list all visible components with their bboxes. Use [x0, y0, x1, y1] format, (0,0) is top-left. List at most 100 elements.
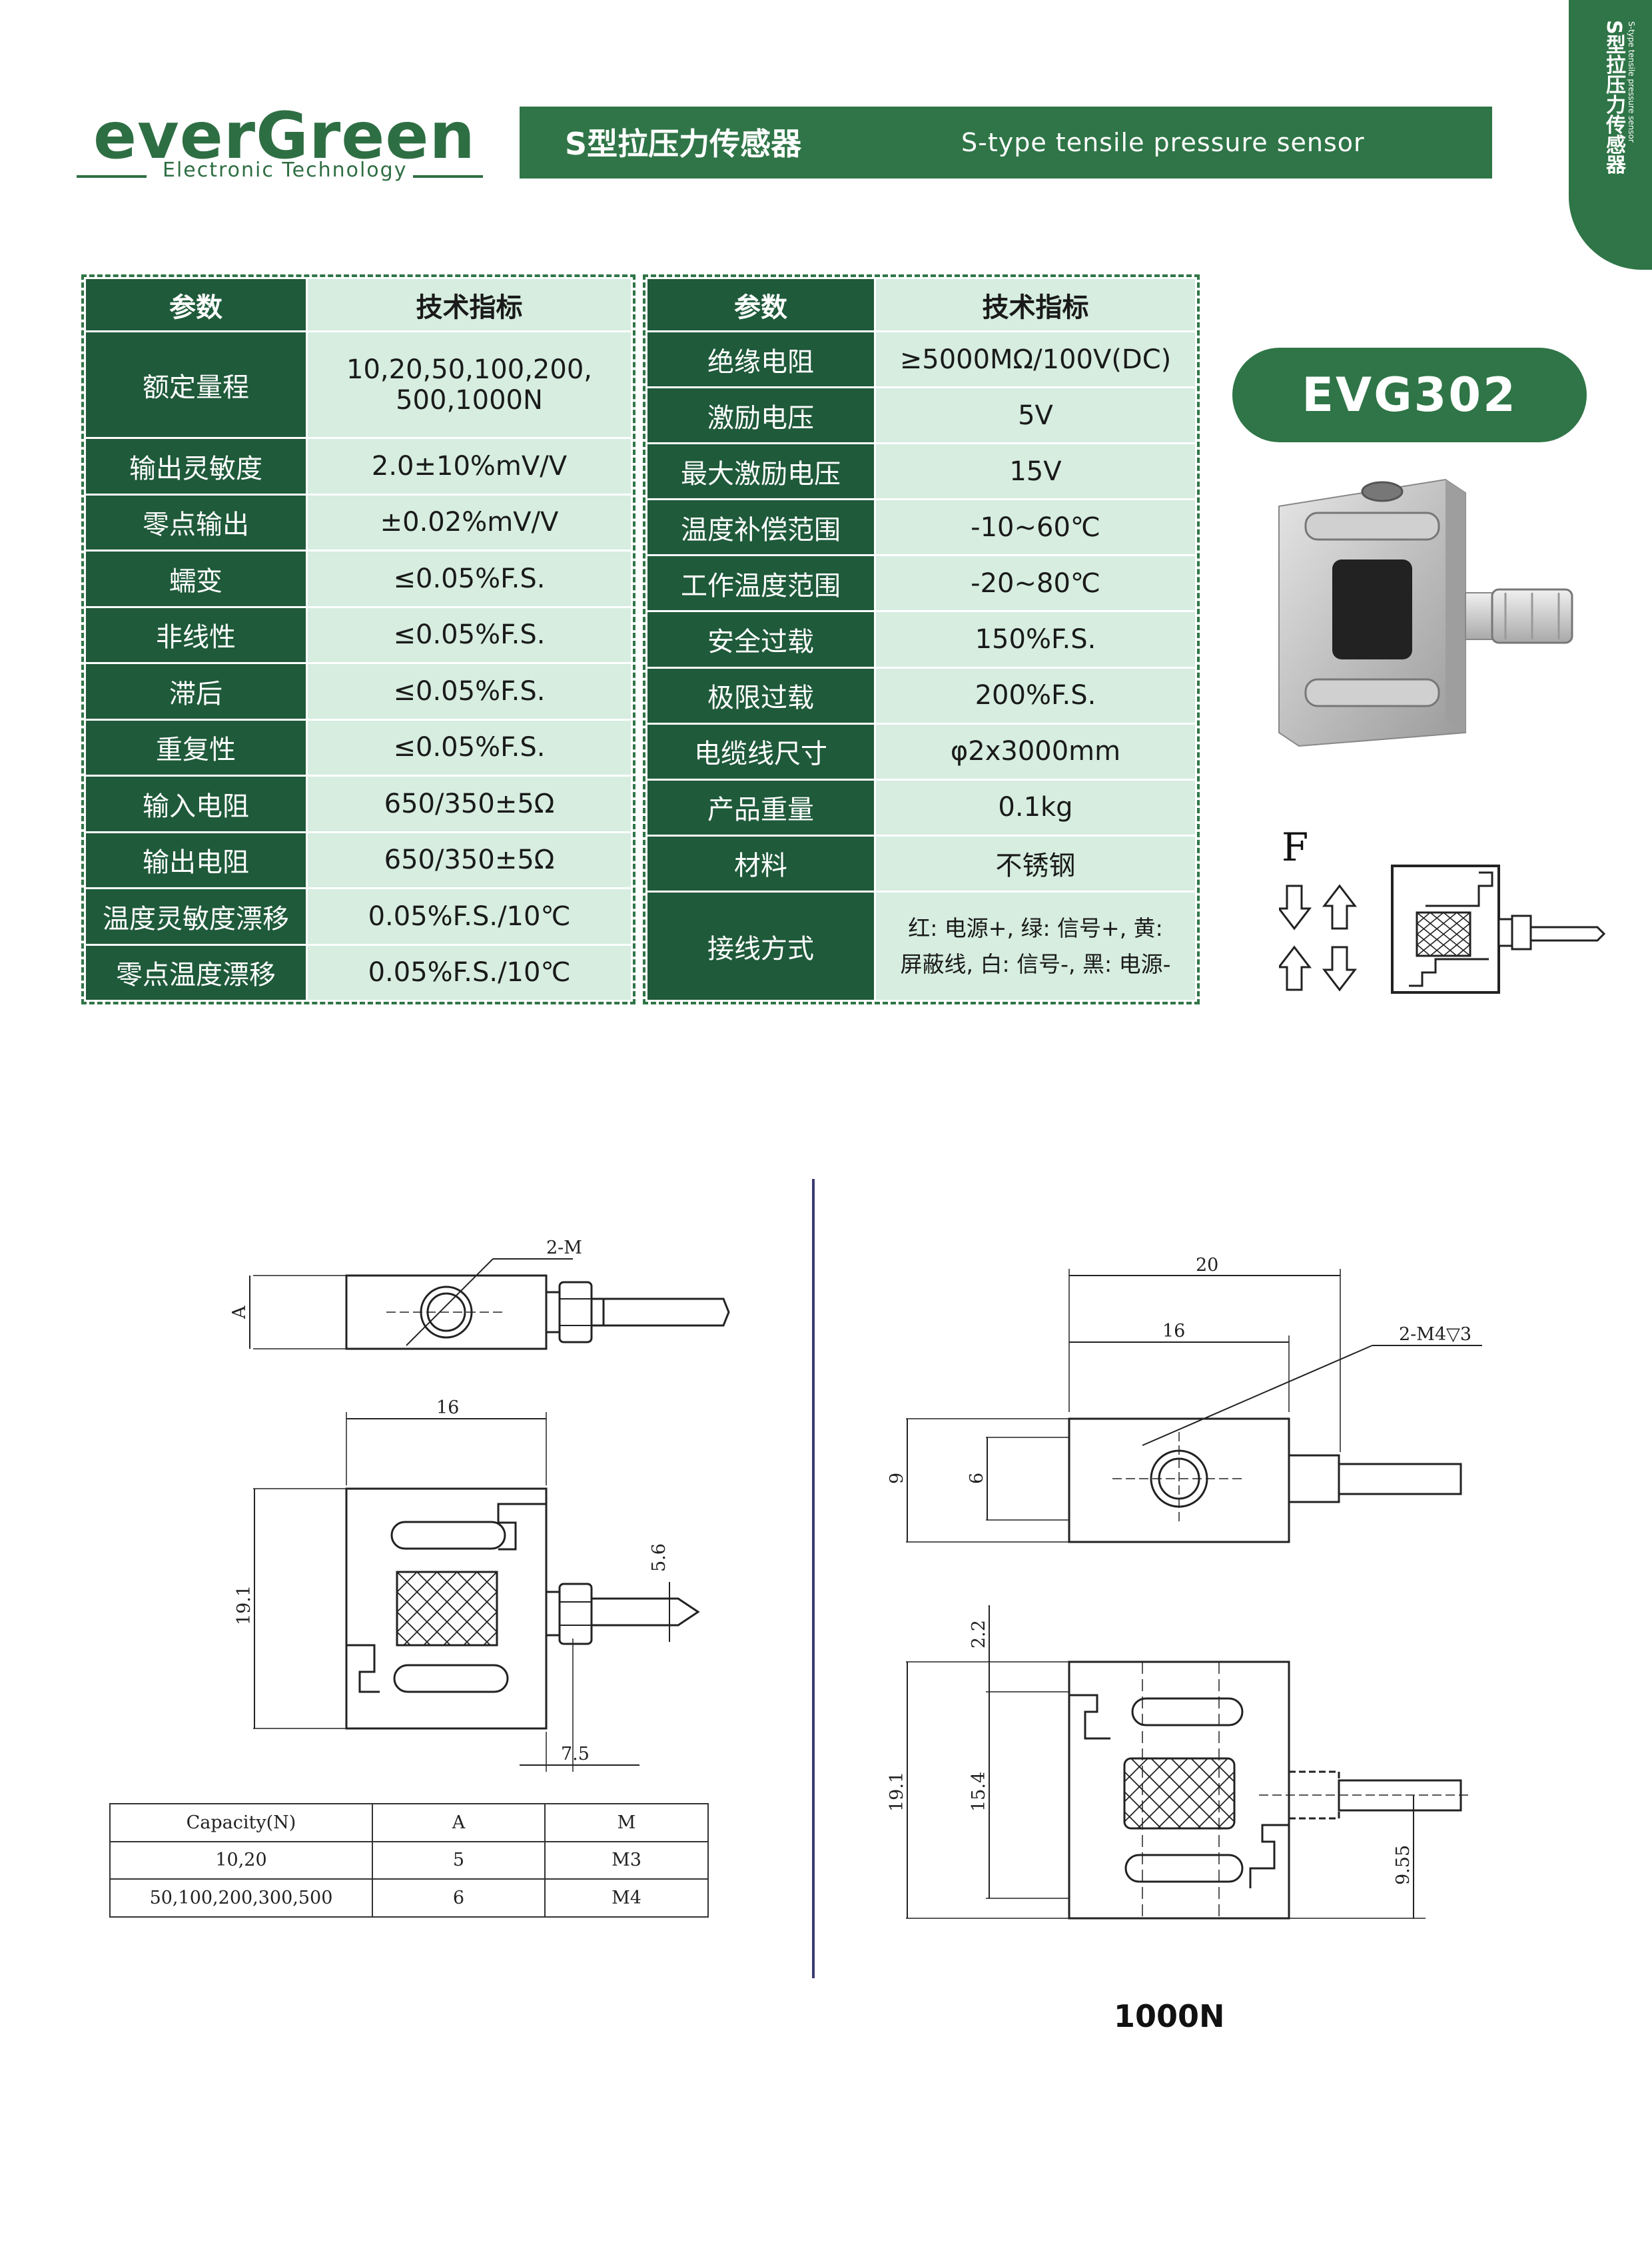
spec-param: 电缆线尺寸 [645, 722, 876, 781]
cable [604, 1298, 730, 1327]
arrow-down-icon [1279, 885, 1312, 931]
spec-value: ±0.02%mV/V [306, 493, 633, 552]
drawing-right: 20 16 2-M4▽3 9 6 [887, 1255, 1482, 1920]
spec-value: 5V [874, 386, 1197, 445]
cable [592, 1597, 700, 1627]
spec-value: ≤0.05%F.S. [306, 718, 633, 777]
mini-sensor-slot [1426, 871, 1493, 907]
spec-value: 0.1kg [874, 778, 1197, 837]
s-cut-bottom [346, 1644, 380, 1693]
label-dim-6: 6 [967, 1473, 987, 1484]
cable-gland [1465, 592, 1493, 640]
spec-value: 10,20,50,100,200, 500,1000N [306, 330, 633, 439]
spec-value: 0.05%F.S./10℃ [306, 943, 633, 1002]
capacity-cell: M4 [544, 1878, 709, 1918]
capacity-cell: 5 [372, 1840, 546, 1880]
label-dim-a: A [229, 1306, 250, 1319]
capacity-header: M [544, 1803, 709, 1842]
capacity-cell: M3 [544, 1840, 709, 1880]
spec-header-param: 参数 [645, 277, 876, 332]
spec-header-value: 技术指标 [306, 277, 633, 332]
sensor-slot [1304, 512, 1440, 541]
logo-rule-left [77, 175, 147, 178]
nut [558, 1583, 593, 1645]
force-label: F [1282, 826, 1308, 870]
slot-top [1131, 1697, 1244, 1726]
label-dim-width: 16 [1162, 1321, 1185, 1341]
spec-param: 输入电阻 [84, 775, 308, 833]
spec-param: 蠕变 [84, 550, 308, 608]
spec-value: -20~80℃ [874, 554, 1197, 613]
spec-param: 材料 [645, 834, 876, 893]
spec-value: 150%F.S. [874, 610, 1197, 669]
brand-logo: everGreen [93, 99, 476, 173]
spec-param: 非线性 [84, 605, 308, 664]
spec-value: ≥5000MΩ/100V(DC) [874, 330, 1197, 389]
slot-bottom [393, 1664, 509, 1693]
spec-param: 输出灵敏度 [84, 437, 308, 496]
gland [545, 1291, 561, 1333]
spec-param: 工作温度范围 [645, 554, 876, 613]
gauge-area [396, 1571, 498, 1647]
arrow-down-icon [1322, 946, 1358, 992]
spec-param: 安全过载 [645, 610, 876, 669]
label-dim-offset: 7.5 [561, 1744, 590, 1764]
label-dim-19-1: 19.1 [887, 1772, 907, 1812]
gauge-hatch [396, 1571, 498, 1646]
cable-ring [590, 1298, 605, 1327]
spec-value-line: 屏蔽线, 白: 信号-, 黑: 电源- [900, 950, 1171, 977]
force-direction-diagram: F [1279, 826, 1606, 994]
spec-value: ≤0.05%F.S. [306, 550, 633, 608]
title-chinese: S型拉压力传感器 [565, 126, 802, 162]
title-english: S-type tensile pressure sensor [961, 128, 1365, 157]
thread-hole [1361, 481, 1404, 502]
sensor-slot [1304, 678, 1440, 707]
drawing-left: 2-M A 16 19.1 5.6 7.5 [229, 1238, 730, 1772]
s-cut-top [497, 1503, 546, 1551]
corner-tab [1569, 0, 1652, 270]
gland [1288, 1454, 1340, 1503]
leader-line [406, 1258, 494, 1346]
spec-value: 红: 电源+, 绿: 信号+, 黄: 屏蔽线, 白: 信号-, 黑: 电源- [874, 891, 1197, 1002]
label-dim-9-55: 9.55 [1393, 1845, 1414, 1885]
spec-value: ≤0.05%F.S. [306, 605, 633, 664]
spec-param: 重复性 [84, 718, 308, 777]
spec-value: -10~60℃ [874, 498, 1197, 557]
table-row: 50,100,200,300,500 6 M4 [109, 1878, 709, 1918]
mini-gauge-hatch [1416, 912, 1471, 956]
spec-param: 温度灵敏度漂移 [84, 887, 308, 946]
spec-param: 输出电阻 [84, 831, 308, 889]
gauge-hatch [1124, 1758, 1235, 1829]
label-dim-2-2: 2.2 [969, 1620, 989, 1649]
label-dim-15-4: 15.4 [969, 1772, 989, 1812]
spec-value: 650/350±5Ω [306, 775, 633, 833]
spec-param: 零点温度漂移 [84, 943, 308, 1002]
label-thread: 2-M4▽3 [1399, 1324, 1471, 1345]
spec-param: 绝缘电阻 [645, 330, 876, 389]
slot-bottom [1124, 1854, 1244, 1883]
capacity-cell: 50,100,200,300,500 [109, 1878, 373, 1918]
spec-table-left: 参数 技术指标 额定量程 10,20,50,100,200, 500,1000N… [81, 274, 635, 1004]
slot-top [390, 1521, 506, 1550]
spec-param: 激励电压 [645, 386, 876, 445]
table-row: 10,20 5 M3 [109, 1840, 709, 1880]
label-dim-height: 19.1 [234, 1585, 254, 1625]
spec-value: φ2x3000mm [874, 722, 1197, 781]
mini-gland [1497, 918, 1513, 947]
spec-param: 温度补偿范围 [645, 498, 876, 557]
label-dim-9: 9 [887, 1473, 907, 1484]
sensor-gauge-window [1332, 560, 1412, 659]
leader-line [1142, 1345, 1373, 1446]
label-dim-cable: 5.6 [649, 1543, 669, 1572]
gland [545, 1591, 561, 1637]
corner-tab-english: S-type tensile pressure sensor [1627, 21, 1636, 143]
drawing-caption: 1000N [1114, 1998, 1225, 2034]
spec-value-line: 红: 电源+, 绿: 信号+, 黄: [908, 915, 1163, 941]
spec-value-line: 500,1000N [396, 384, 543, 416]
spec-header-value: 技术指标 [874, 277, 1197, 332]
spec-param: 接线方式 [645, 891, 876, 1002]
spec-value: 2.0±10%mV/V [306, 437, 633, 496]
spec-value: 不锈钢 [874, 834, 1197, 893]
spec-value-line: 10,20,50,100,200, [346, 354, 592, 385]
label-dim-width: 16 [436, 1397, 459, 1418]
